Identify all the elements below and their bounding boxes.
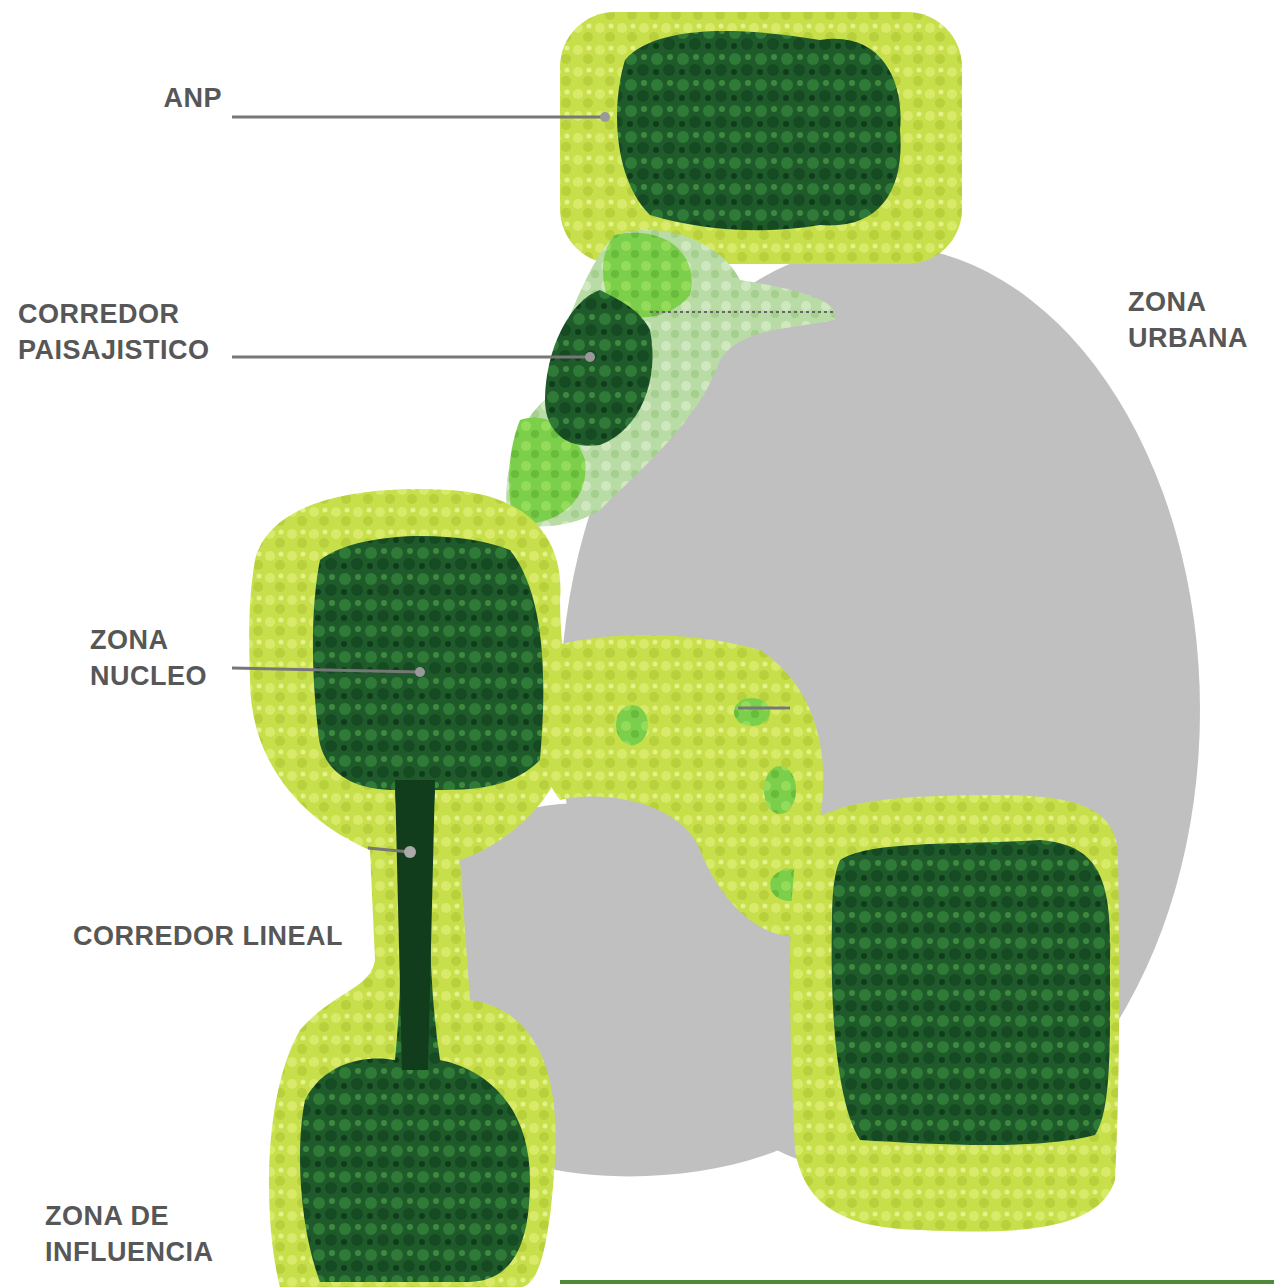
zone-label: ANP: [163, 80, 222, 116]
zone-label: ZONA URBANA: [1128, 284, 1268, 357]
zone-label: CORREDOR LINEAL: [73, 918, 343, 954]
zone-label: ZONA NUCLEO: [90, 622, 235, 695]
zone-label: CORREDOR PAISAJISTICO: [18, 296, 233, 369]
zone-label: ZONA DE INFLUENCIA: [45, 1198, 245, 1271]
